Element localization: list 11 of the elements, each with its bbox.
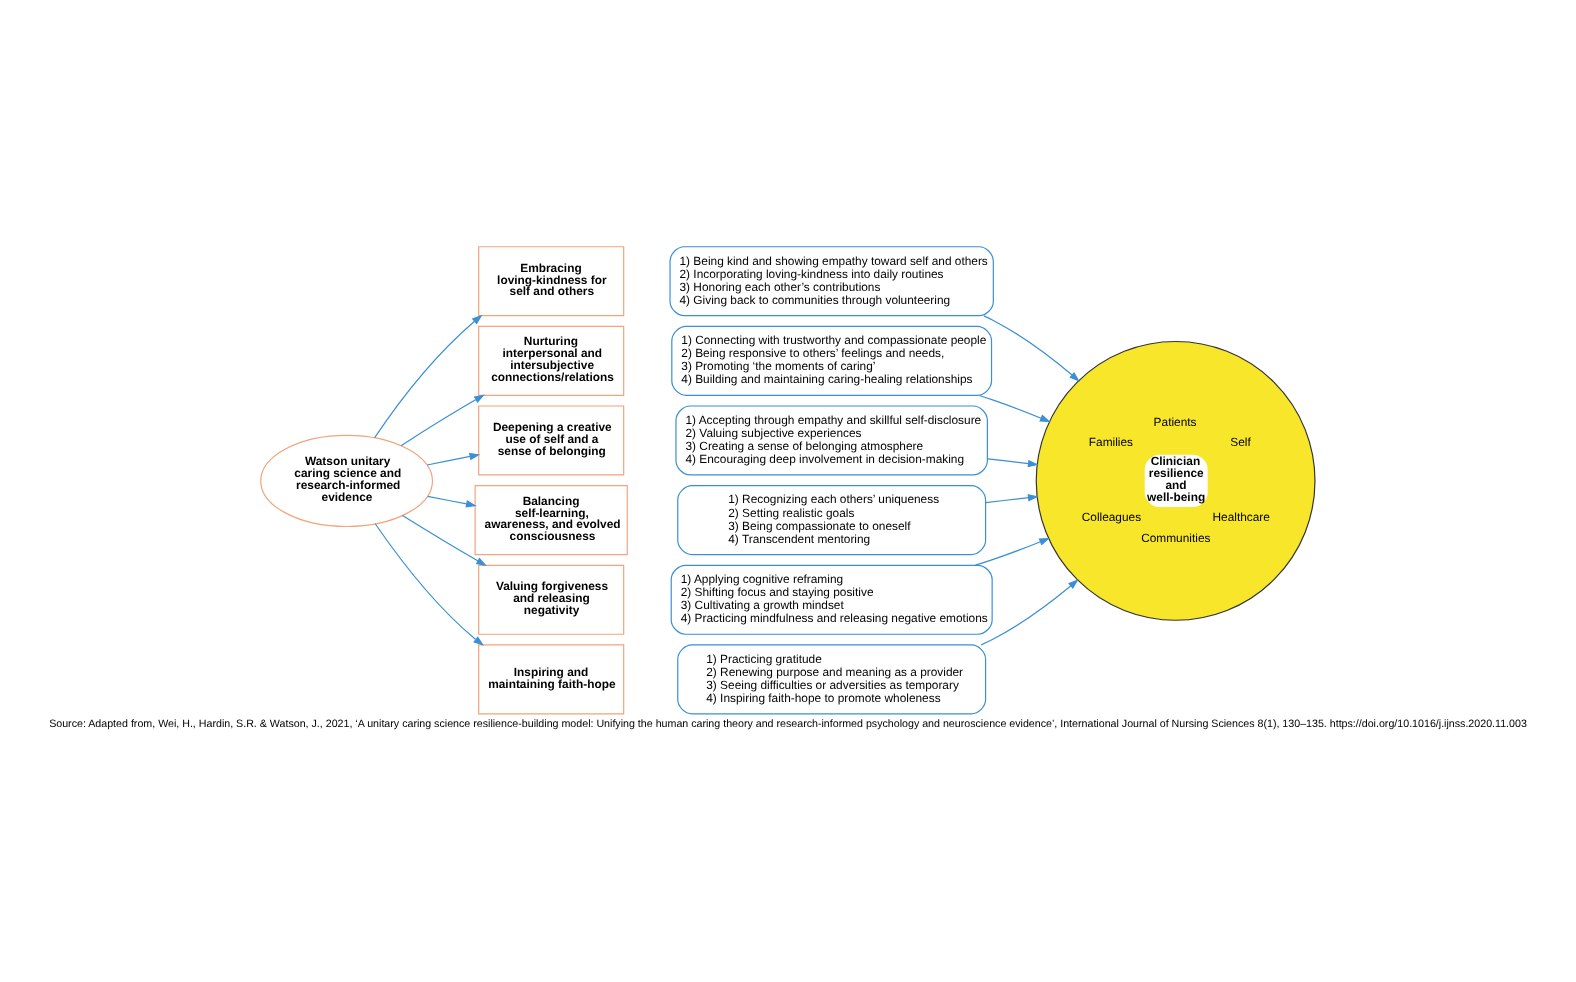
arrow [980,579,1079,646]
arrow [427,495,477,508]
arrow [978,394,1051,423]
arrow [987,458,1039,468]
arrow [983,315,1080,382]
arrow [400,394,485,447]
arrow [373,314,483,439]
arrow [426,452,481,466]
arrow [401,514,487,567]
arrow [985,494,1039,504]
arrow [374,523,484,646]
